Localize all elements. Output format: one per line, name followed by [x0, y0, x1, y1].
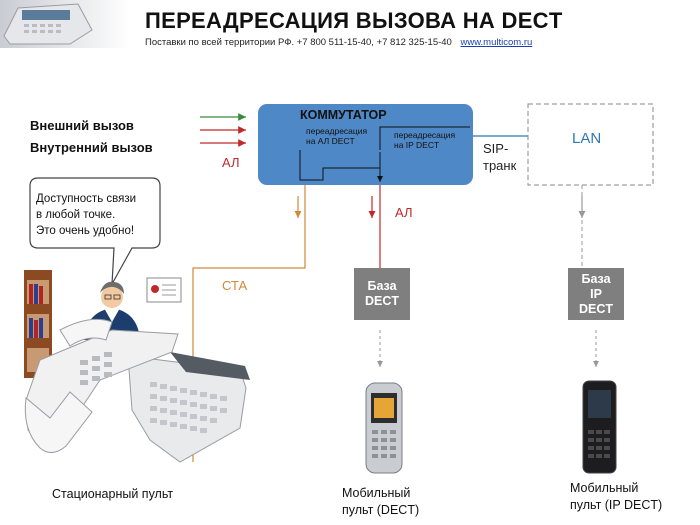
internal-route-al: [299, 150, 380, 181]
cta-label: СТА: [222, 278, 248, 293]
redirect-al-line1: переадресация: [306, 126, 368, 136]
switch-title: КОММУТАТОР: [300, 108, 387, 122]
redirect-ip-label: переадресация на IP DECT: [394, 130, 455, 150]
redirect-al-line2: на АЛ DECT: [306, 136, 355, 146]
sip-trunk-label: SIP- транк: [483, 140, 516, 174]
redirect-ip-line2: на IP DECT: [394, 140, 440, 150]
internal-call-label: Внутренний вызов: [30, 140, 153, 155]
mobile-dect-caption: Мобильный пульт (DECT): [342, 485, 419, 519]
base-dect-line1: База: [367, 279, 397, 293]
external-call-label: Внешний вызов: [30, 118, 134, 133]
switch-box: [258, 104, 473, 185]
mobile-ip-caption: Мобильный пульт (IP DECT): [570, 480, 662, 514]
base-dect-box: База DECT: [354, 268, 410, 320]
base-dect-line2: DECT: [364, 294, 400, 308]
mobile-dect-line2: пульт (DECT): [342, 503, 420, 517]
base-ip-line1: База: [581, 271, 611, 286]
speech-bubble: [29, 177, 161, 285]
header-phone-thumbnail: [0, 0, 130, 48]
mobile-ip-line2: пульт (IP DECT): [570, 498, 663, 512]
sip-trunk-line2: транк: [483, 158, 517, 173]
dect-handset-icon: [365, 382, 403, 474]
base-ip-line3: DECT: [578, 301, 614, 316]
redirect-al-label: переадресация на АЛ DECT: [306, 126, 367, 146]
bookshelf-icon: [24, 270, 52, 378]
base-ip-dect-box: База IP DECT: [568, 268, 624, 320]
certificate-icon: [146, 277, 182, 303]
desk-phone-icon: [24, 318, 250, 463]
al-line-label: АЛ: [395, 205, 413, 220]
ip-dect-handset-icon: [582, 380, 617, 474]
mobile-dect-line1: Мобильный: [342, 486, 411, 500]
mobile-ip-line1: Мобильный: [570, 481, 639, 495]
sip-trunk-line1: SIP-: [483, 141, 509, 156]
base-ip-line2: IP: [590, 286, 602, 301]
website-link[interactable]: www.multicom.ru: [460, 37, 533, 48]
speech-bubble-text: Доступность связи в любой точке. Это оче…: [36, 191, 154, 239]
al-input-label: АЛ: [222, 155, 240, 170]
page-title: ПЕРЕАДРЕСАЦИЯ ВЫЗОВА НА DECT: [145, 8, 563, 33]
bubble-line1: Доступность связи: [36, 193, 137, 205]
contact-phones: Поставки по всей территории РФ. +7 800 5…: [145, 37, 452, 48]
lan-box: [527, 103, 654, 186]
station-console-caption: Стационарный пульт: [52, 487, 174, 501]
redirect-ip-line1: переадресация: [394, 130, 456, 140]
bubble-line3: Это очень удобно!: [36, 225, 135, 237]
internal-route-ip: [379, 126, 470, 150]
contact-line: Поставки по всей территории РФ. +7 800 5…: [145, 37, 532, 48]
bubble-line2: в любой точке.: [36, 209, 116, 221]
lan-label: LAN: [572, 130, 602, 147]
